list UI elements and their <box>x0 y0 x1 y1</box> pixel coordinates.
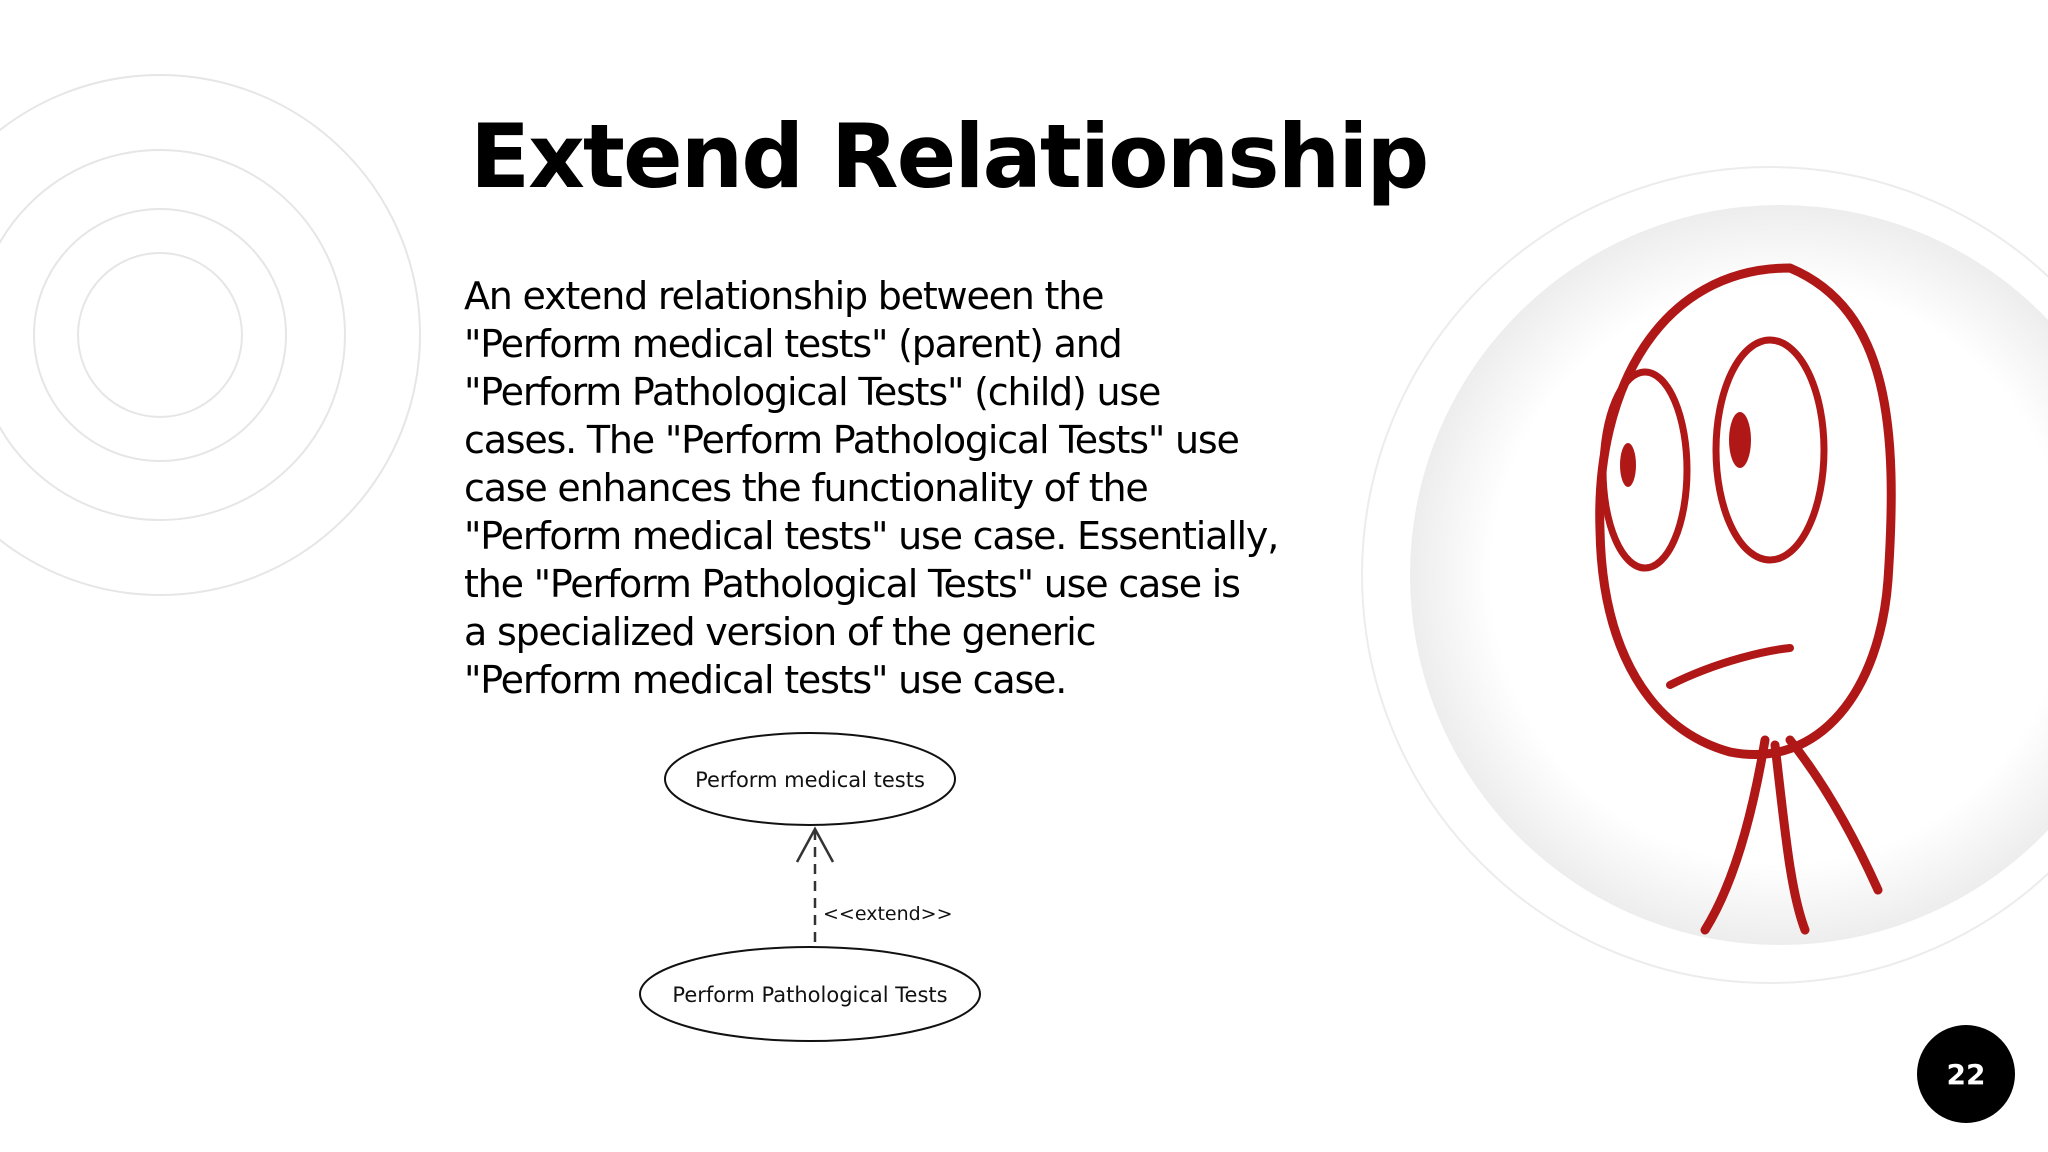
right-eye <box>1712 336 1828 564</box>
extend-arrowhead <box>795 826 835 863</box>
body-line: "Perform medical tests" use case. Essent… <box>464 514 1279 558</box>
ring-large <box>0 149 346 521</box>
frown-mouth <box>1666 644 1794 689</box>
body-line: case enhances the functionality of the <box>464 466 1149 510</box>
use-case-diagram: Perform medical tests <<extend>> Perform… <box>639 732 981 1042</box>
parent-use-case-label: Perform medical tests <box>695 768 925 792</box>
right-pupil <box>1729 412 1751 468</box>
body-stroke-middle <box>1770 740 1810 935</box>
left-pupil <box>1620 443 1636 487</box>
child-use-case-ellipse <box>639 946 981 1042</box>
figure-frame-ring <box>1361 166 2048 984</box>
figure-background-disc <box>1410 205 2048 945</box>
slide-body-text: An extend relationship between the "Perf… <box>464 272 1364 704</box>
left-eye <box>1599 368 1691 572</box>
page-number: 22 <box>1946 1057 1986 1091</box>
body-line: cases. The "Perform Pathological Tests" … <box>464 418 1240 462</box>
body-line: a specialized version of the generic <box>464 610 1096 654</box>
body-line: "Perform medical tests" use case. <box>464 658 1067 702</box>
slide-title: Extend Relationship <box>470 105 1429 208</box>
ring-inner <box>77 252 243 418</box>
child-use-case-label: Perform Pathological Tests <box>672 983 947 1007</box>
worried-stick-figure-icon <box>1410 205 2048 945</box>
body-stroke-left <box>1700 735 1770 935</box>
extend-stereotype-label: <<extend>> <box>823 903 953 925</box>
body-line: An extend relationship between the <box>464 274 1105 318</box>
body-line: "Perform Pathological Tests" (child) use <box>464 370 1161 414</box>
body-line: the "Perform Pathological Tests" use cas… <box>464 562 1241 606</box>
page-number-badge: 22 <box>1917 1025 2015 1123</box>
body-stroke-right <box>1785 735 1883 895</box>
ring-outer <box>0 74 421 596</box>
parent-use-case-ellipse <box>664 732 956 826</box>
ring-middle <box>33 208 287 462</box>
body-line: "Perform medical tests" (parent) and <box>464 322 1123 366</box>
